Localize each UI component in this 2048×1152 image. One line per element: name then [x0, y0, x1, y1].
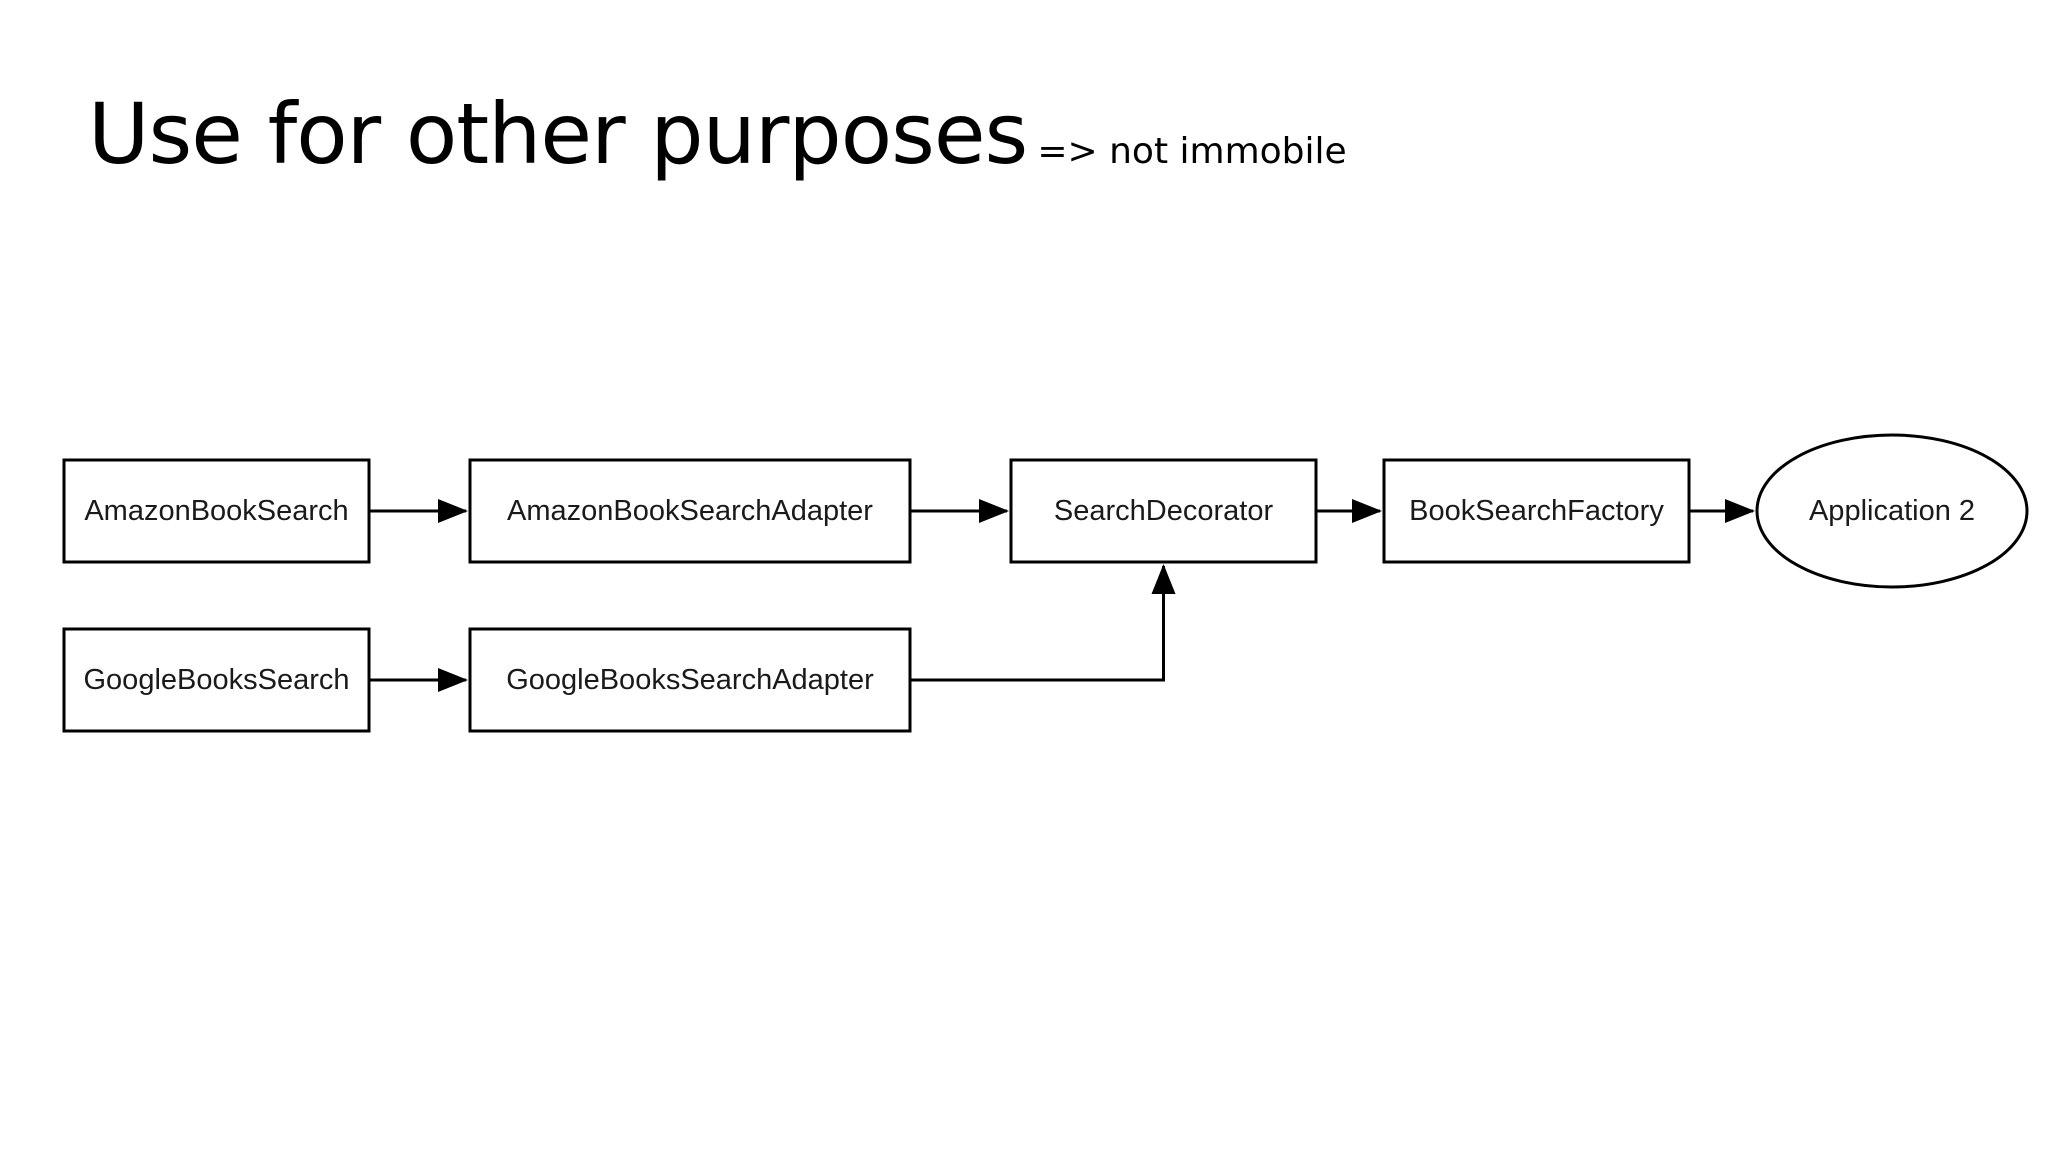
node-label: GoogleBooksSearch: [84, 664, 350, 696]
arrow-head: [979, 499, 1009, 523]
slide-title: Use for other purposes=> not immobile: [88, 92, 1347, 176]
edge-google-adapter-to-search-decorator: [910, 564, 1176, 682]
arrow-head: [438, 499, 468, 523]
node-label: AmazonBookSearch: [84, 495, 348, 527]
node-search-decorator: SearchDecorator: [1009, 458, 1318, 564]
node-shape: [468, 458, 912, 564]
node-shape: [62, 627, 371, 733]
node-label: SearchDecorator: [1054, 495, 1274, 527]
node-shape: [1755, 433, 2029, 589]
node-google-search: GoogleBooksSearch: [62, 627, 371, 733]
arrow-head: [1725, 499, 1755, 523]
node-google-adapter: GoogleBooksSearchAdapter: [468, 627, 912, 733]
edges-layer: [369, 499, 1755, 692]
slide-title-subtitle: => not immobile: [1037, 131, 1347, 172]
node-shape: [1009, 458, 1318, 564]
node-book-factory: BookSearchFactory: [1382, 458, 1691, 564]
node-label: Application 2: [1809, 495, 1975, 527]
node-shape: [468, 627, 912, 733]
slide-title-main: Use for other purposes: [88, 85, 1028, 183]
edge-google-search-to-google-adapter: [369, 668, 468, 692]
nodes-layer: AmazonBookSearch AmazonBookSearchAdapter S…: [62, 433, 2029, 733]
arrow-head: [1352, 499, 1382, 523]
edge-line: [910, 566, 1165, 682]
node-label: AmazonBookSearchAdapter: [507, 495, 873, 527]
edge-search-decorator-to-book-factory: [1316, 499, 1382, 523]
node-shape: [1382, 458, 1691, 564]
node-amazon-search: AmazonBookSearch: [62, 458, 371, 564]
edge-book-factory-to-application-2: [1689, 499, 1755, 523]
edge-amazon-search-to-amazon-adapter: [369, 499, 468, 523]
node-amazon-adapter: AmazonBookSearchAdapter: [468, 458, 912, 564]
arrow-head: [438, 668, 468, 692]
node-application-2: Application 2: [1755, 433, 2029, 589]
arrow-head: [1151, 564, 1176, 594]
node-shape: [62, 458, 371, 564]
node-label: GoogleBooksSearchAdapter: [506, 664, 874, 696]
node-label: BookSearchFactory: [1409, 495, 1664, 527]
edge-amazon-adapter-to-search-decorator: [910, 499, 1009, 523]
